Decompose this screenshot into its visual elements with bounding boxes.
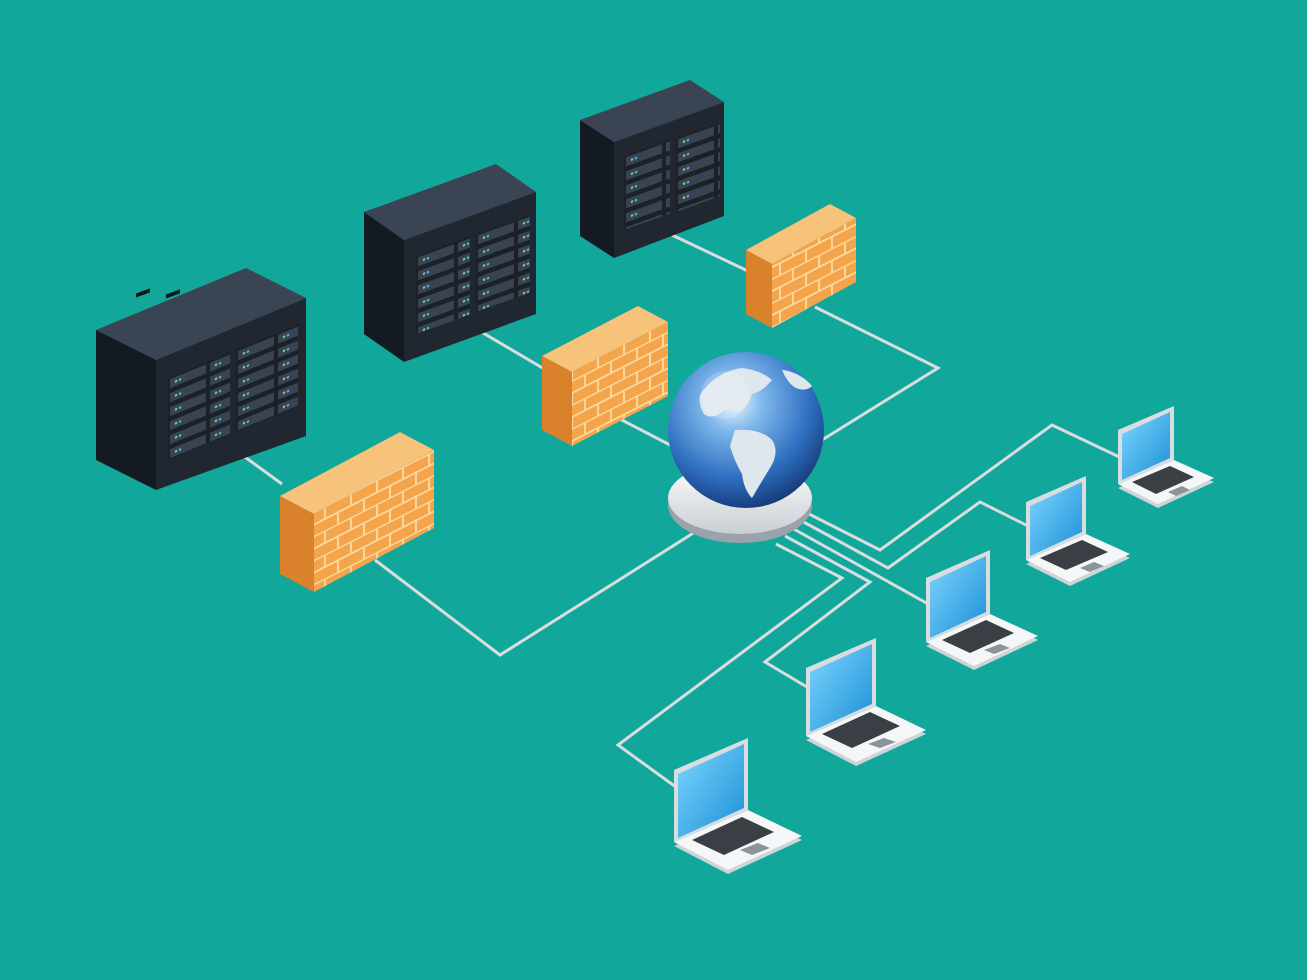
cable-globe-laptop-5 [615, 542, 845, 792]
laptop-icon [806, 638, 926, 766]
brick-wall-icon [746, 204, 856, 328]
server-rack-icon [364, 164, 536, 362]
cable-globe-laptop-1 [804, 423, 1131, 552]
cable-firewall-2-globe [617, 416, 673, 448]
cable-server-2-firewall-2 [477, 328, 547, 372]
laptop-icon [674, 738, 802, 874]
brick-wall-icon [280, 432, 434, 592]
brick-wall-icon [542, 306, 668, 446]
laptop-icon [1026, 476, 1130, 586]
laptop-icon [926, 550, 1038, 670]
server-rack-icon [580, 80, 724, 258]
laptop-icon [1118, 406, 1214, 508]
cable-firewall-3-globe [814, 305, 942, 442]
cable-globe-laptop-4 [762, 534, 873, 692]
cable-server-3-firewall-3 [671, 233, 751, 274]
globe-icon [668, 352, 824, 543]
cable-firewall-1-globe [374, 530, 696, 657]
cable-globe-laptop-2 [799, 500, 1041, 570]
cable-globe-laptop-3 [791, 526, 931, 607]
cables [237, 233, 1131, 792]
server-rack-icon [96, 268, 306, 490]
